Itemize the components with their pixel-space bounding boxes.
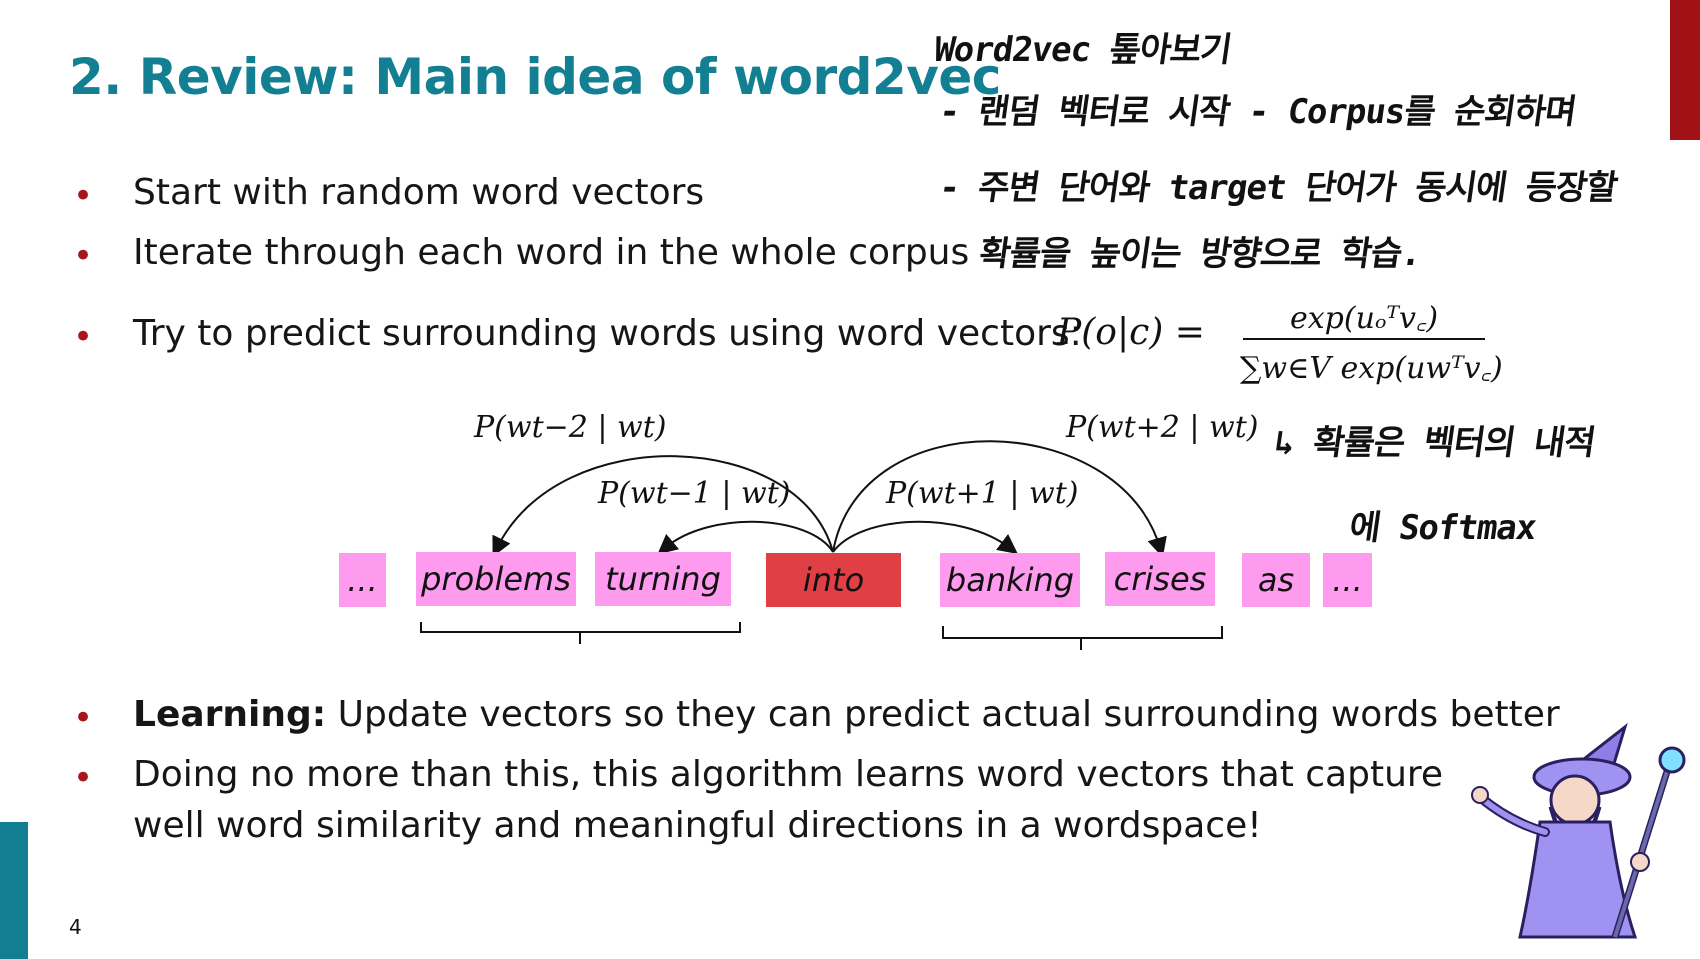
bullet-4: • Learning: Update vectors so they can p… [73,694,1560,738]
bullet-5-line1: Doing no more than this, this algorithm … [133,754,1444,795]
formula-numerator: exp(uₒᵀv꜀) [1290,301,1439,336]
arc-t-plus-1 [832,520,1018,555]
bullet-4-text: Update vectors so they can predict actua… [326,694,1560,735]
bullet-5: • Doing no more than this, this algorith… [73,754,1444,798]
wizard-mascot-icon [1471,722,1686,939]
prob-label-t-minus-1: P(wt−1 | wt) [598,476,791,511]
left-accent-bar [0,822,28,959]
prob-label-t-minus-2: P(wt−2 | wt) [474,410,667,445]
prob-label-t-plus-2: P(wt+2 | wt) [1066,410,1259,445]
left-context-brace [420,622,741,644]
page-number: 4 [69,915,82,939]
formula-lhs: P(o|c) = [1057,312,1205,353]
bullet-2-text: Iterate through each word in the whole c… [133,232,970,273]
slide-title: 2. Review: Main idea of word2vec [69,48,1001,106]
bullet-5-continued: well word similarity and meaningful dire… [133,805,1262,846]
handwriting-line-2: - 랜덤 벡터로 시작 - Corpus를 순회하며 [936,92,1579,132]
bullet-dot-icon: • [73,236,94,276]
bullet-dot-icon: • [73,317,94,357]
formula-fraction-bar [1243,338,1485,340]
bullet-dot-icon: • [73,758,94,798]
handwriting-line-3: - 주변 단어와 target 단어가 동시에 등장할 [936,168,1620,208]
handwriting-line-4: 확률을 높이는 방향으로 학습. [976,234,1424,274]
word-box-ellipsis-right: ... [1323,553,1372,607]
bullet-1: • Start with random word vectors [73,172,705,216]
handwriting-line-1: Word2vec 톺아보기 [931,30,1234,70]
bullet-4-bold: Learning: [133,694,327,735]
word-box-ellipsis-left: ... [339,553,386,607]
handwriting-line-6: 에 Softmax [1346,508,1539,548]
right-context-brace [942,626,1223,650]
arc-t-plus-2 [832,440,1167,558]
bullet-1-text: Start with random word vectors [133,172,705,213]
bullet-2: • Iterate through each word in the whole… [73,232,970,276]
word-box-crises: crises [1105,552,1215,606]
word-box-center-into: into [766,553,901,607]
word-box-problems: problems [416,552,576,606]
right-accent-bar [1670,0,1700,140]
bullet-3: • Try to predict surrounding words using… [73,313,1082,357]
word-box-turning: turning [595,552,731,606]
handwriting-line-5: ↳ 확률은 벡터의 내적 [1271,423,1598,463]
word-box-as: as [1242,553,1310,607]
arc-t-minus-2 [492,455,834,557]
bullet-5-line2: well word similarity and meaningful dire… [133,805,1262,846]
arc-t-minus-1 [657,520,834,555]
bullet-dot-icon: • [73,176,94,216]
bullet-dot-icon: • [73,698,94,738]
word-box-banking: banking [940,553,1080,607]
formula-denominator: ∑w∈V exp(uwᵀv꜀) [1240,351,1503,386]
bullet-3-text: Try to predict surrounding words using w… [133,313,1082,354]
prob-label-t-plus-1: P(wt+1 | wt) [886,476,1079,511]
